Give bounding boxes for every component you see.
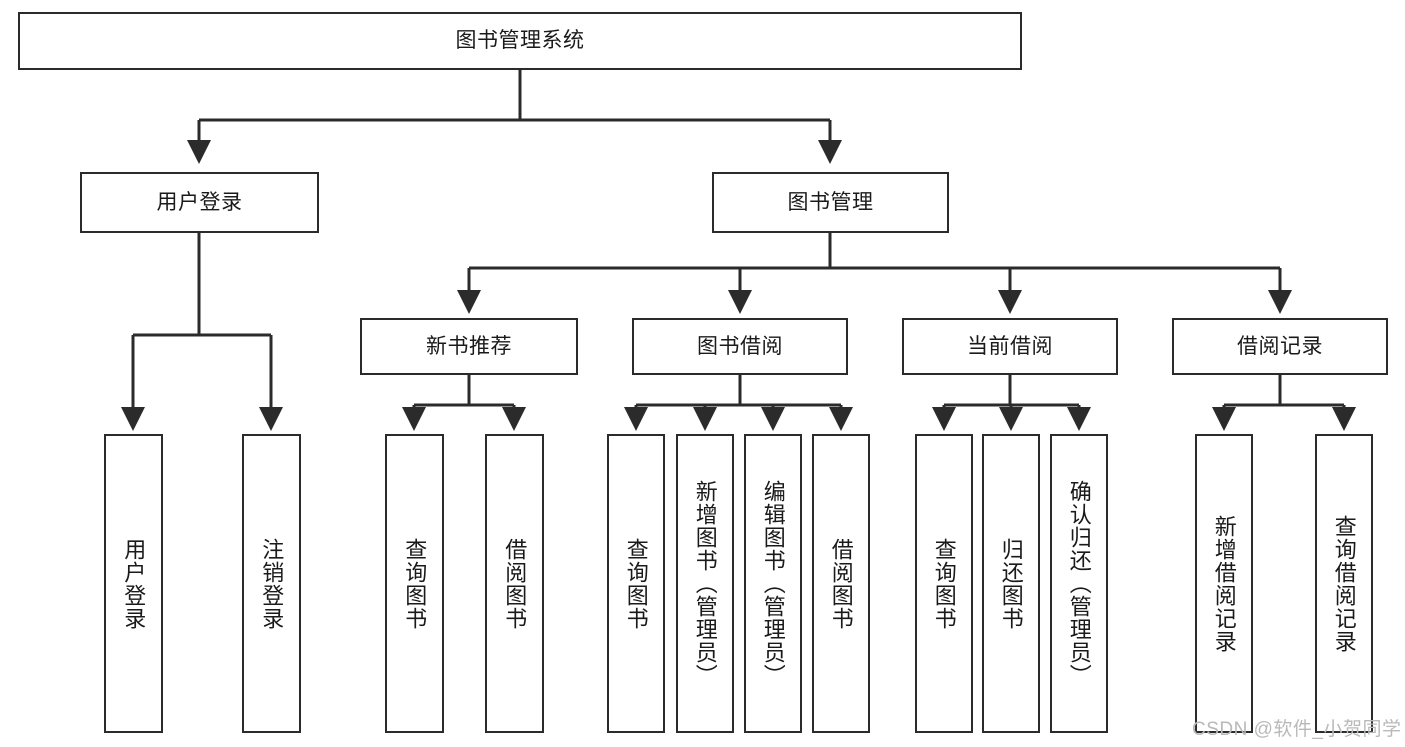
node-root-label: 图书管理系统 <box>455 29 585 53</box>
leaf-borrow-borrow-book[interactable]: 借阅图书 <box>812 434 870 733</box>
leaf-current-return-book[interactable]: 归还图书 <box>982 434 1040 733</box>
node-book-management[interactable]: 图书管理 <box>712 172 949 233</box>
leaf-user-login-logout[interactable]: 注销登录 <box>242 434 301 733</box>
leaf-current-confirm-return-admin[interactable]: 确认归还（管理员） <box>1050 434 1108 733</box>
leaf-user-login-login[interactable]: 用户登录 <box>104 434 163 733</box>
leaf-recommend-query-book[interactable]: 查询图书 <box>385 434 444 733</box>
leaf-label: 查询图书 <box>623 537 649 630</box>
leaf-label: 新增借阅记录 <box>1211 514 1237 653</box>
leaf-label: 查询图书 <box>931 537 957 630</box>
node-current-borrow[interactable]: 当前借阅 <box>902 318 1118 375</box>
node-borrow-records-label: 借阅记录 <box>1237 334 1323 358</box>
leaf-records-query-record[interactable]: 查询借阅记录 <box>1315 434 1373 733</box>
node-user-login[interactable]: 用户登录 <box>80 172 319 233</box>
leaf-borrow-query-book[interactable]: 查询图书 <box>607 434 665 733</box>
leaf-borrow-edit-book-admin[interactable]: 编辑图书（管理员） <box>744 434 802 733</box>
node-user-login-label: 用户登录 <box>156 190 243 214</box>
leaf-label: 借阅图书 <box>502 537 528 630</box>
leaf-records-add-record[interactable]: 新增借阅记录 <box>1195 434 1253 733</box>
node-borrow-records[interactable]: 借阅记录 <box>1172 318 1388 375</box>
node-new-book-recommend[interactable]: 新书推荐 <box>360 318 578 375</box>
leaf-label: 编辑图书（管理员） <box>760 480 786 687</box>
leaf-label: 用户登录 <box>121 537 147 630</box>
leaf-borrow-add-book-admin[interactable]: 新增图书（管理员） <box>676 434 734 733</box>
leaf-label: 查询借阅记录 <box>1331 514 1357 653</box>
leaf-recommend-borrow-book[interactable]: 借阅图书 <box>485 434 544 733</box>
leaf-label: 查询图书 <box>402 537 428 630</box>
leaf-label: 借阅图书 <box>828 537 854 630</box>
leaf-label: 确认归还（管理员） <box>1066 480 1092 687</box>
leaf-label: 归还图书 <box>998 537 1024 630</box>
node-book-management-label: 图书管理 <box>787 190 874 214</box>
leaf-label: 注销登录 <box>259 537 285 630</box>
node-current-borrow-label: 当前借阅 <box>967 334 1053 358</box>
leaf-current-query-book[interactable]: 查询图书 <box>915 434 973 733</box>
node-new-book-recommend-label: 新书推荐 <box>426 334 512 358</box>
leaf-label: 新增图书（管理员） <box>692 480 718 687</box>
csdn-watermark: CSDN @软件_小贺同学 <box>1192 719 1402 740</box>
node-root[interactable]: 图书管理系统 <box>18 12 1022 70</box>
node-book-borrow-label: 图书借阅 <box>697 334 783 358</box>
node-book-borrow[interactable]: 图书借阅 <box>632 318 848 375</box>
